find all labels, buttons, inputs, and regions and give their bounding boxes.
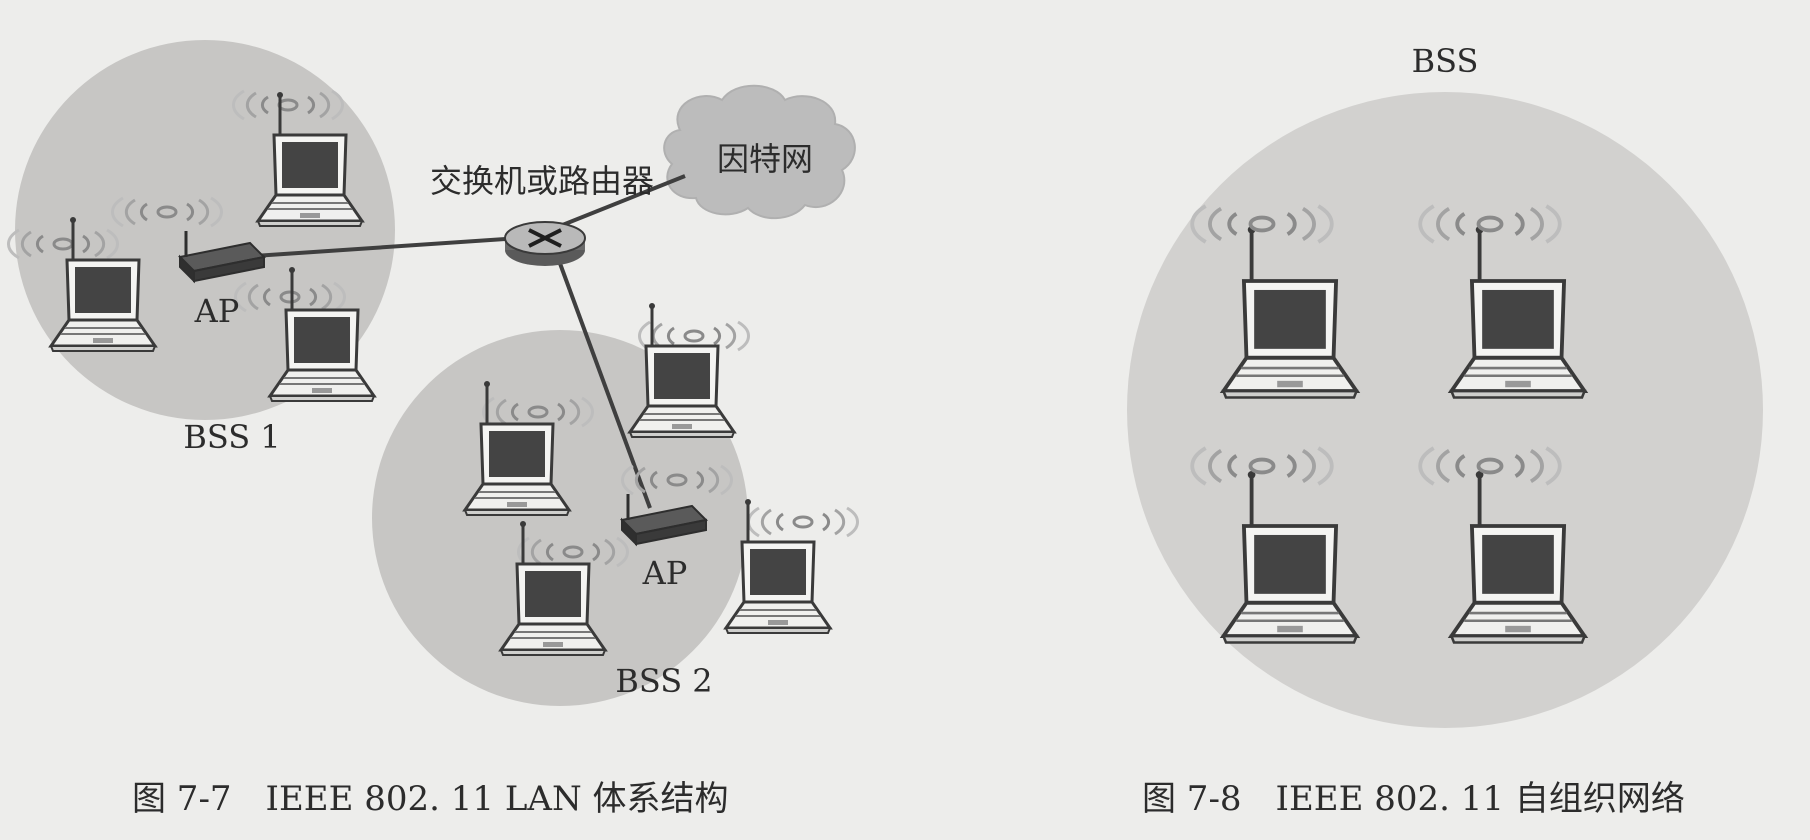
bss1-ap-label: AP	[194, 292, 240, 330]
bss-label: BSS	[1412, 42, 1479, 80]
internet-label: 因特网	[717, 140, 813, 178]
link-router-internet	[559, 174, 686, 228]
figure-7-7-caption: 图 7-7 IEEE 802. 11 LAN 体系结构	[132, 779, 729, 819]
figure-7-8: BSS 图 7-8 IEEE 802. 11 自组织网络	[1127, 42, 1763, 819]
bss1-label: BSS 1	[183, 418, 280, 456]
adhoc-bss-area	[1127, 92, 1763, 728]
wireless-waves-icon	[746, 506, 860, 538]
router-label: 交换机或路由器	[430, 162, 654, 200]
router-icon	[504, 221, 586, 266]
figure-7-7: 因特网 交换机或路由器 AP BSS 1 AP	[6, 40, 860, 819]
internet-cloud	[663, 84, 856, 220]
bss2-label: BSS 2	[615, 662, 712, 700]
figure-7-8-caption: 图 7-8 IEEE 802. 11 自组织网络	[1142, 779, 1685, 819]
link-router-ap2	[556, 257, 652, 509]
link-ap1-router	[224, 236, 521, 260]
bss2-ap-label: AP	[642, 554, 688, 592]
